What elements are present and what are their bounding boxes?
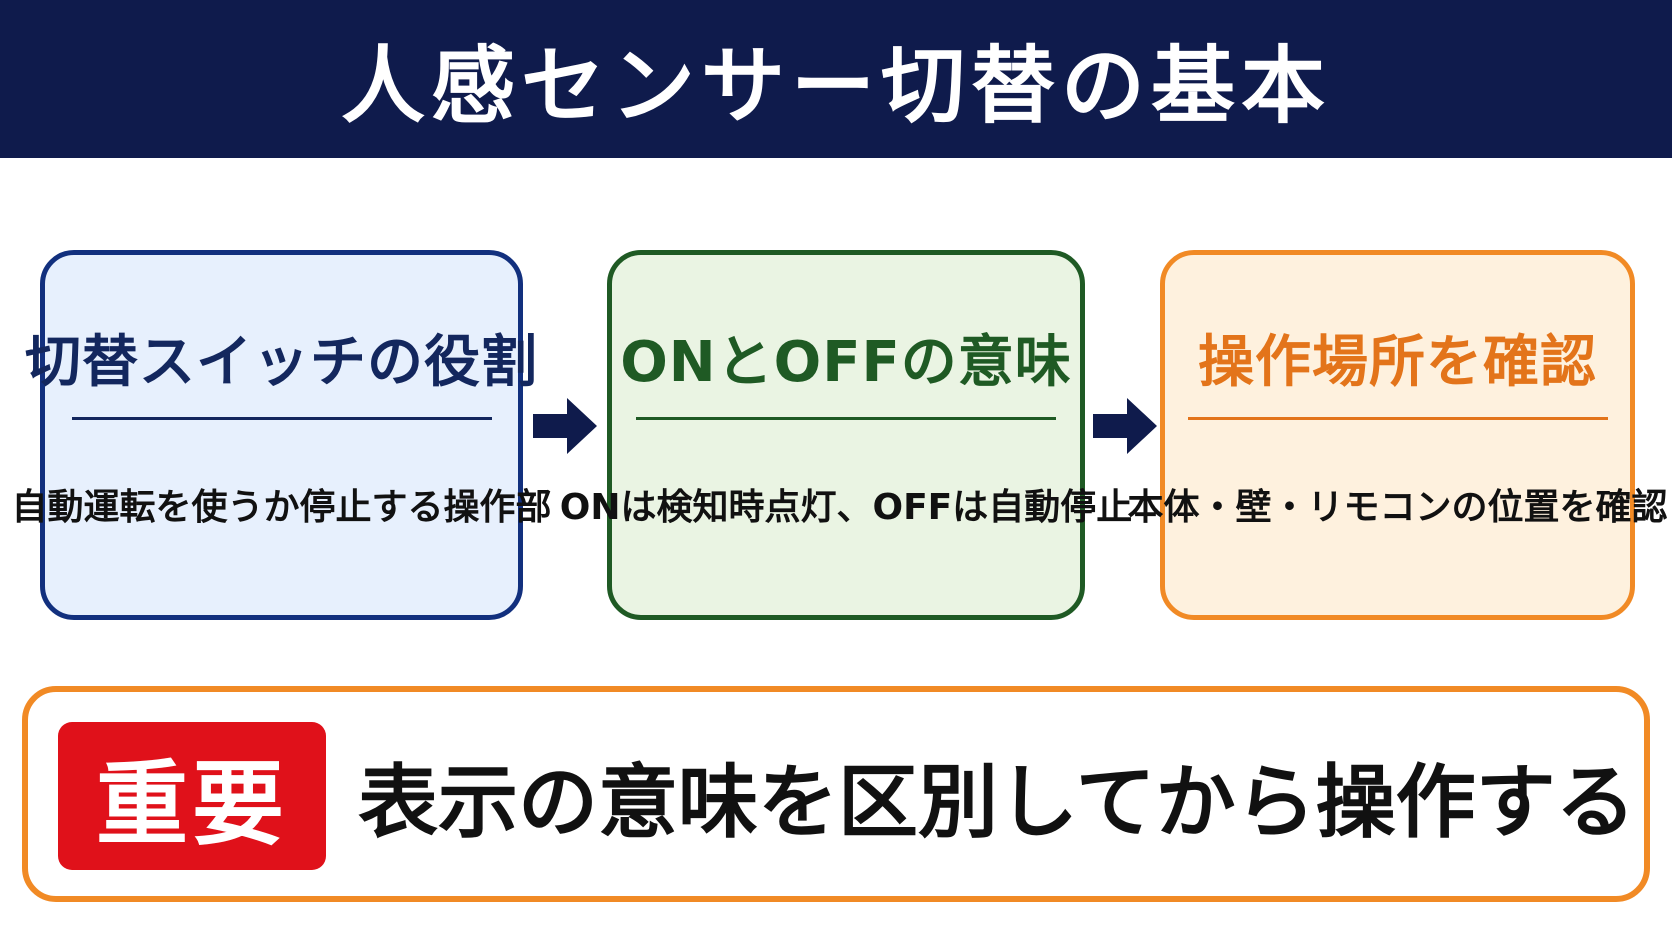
step-card-check-location: 操作場所を確認 本体・壁・リモコンの位置を確認 bbox=[1128, 250, 1668, 620]
step-title: 切替スイッチの役割 bbox=[25, 329, 538, 395]
divider bbox=[636, 417, 1056, 420]
badge-label: 重要 bbox=[95, 750, 288, 858]
step-description: 自動運転を使うか停止する操作部 bbox=[11, 487, 552, 528]
divider bbox=[71, 417, 492, 420]
arrow-right-icon bbox=[1093, 398, 1157, 454]
divider bbox=[1187, 417, 1608, 420]
step-description: 本体・壁・リモコンの位置を確認 bbox=[1127, 487, 1668, 528]
step-title: 操作場所を確認 bbox=[1198, 329, 1597, 395]
important-message: 表示の意味を区別してから操作する bbox=[358, 756, 1636, 849]
step-card-on-off-meaning: ONとOFFの意味 ONは検知時点灯、OFFは自動停止 bbox=[560, 250, 1132, 620]
page-title: 人感センサー切替の基本 bbox=[340, 36, 1331, 135]
step-title: ONとOFFの意味 bbox=[620, 329, 1072, 395]
step-description: ONは検知時点灯、OFFは自動停止 bbox=[559, 487, 1133, 528]
header-bar: 人感センサー切替の基本 bbox=[0, 0, 1672, 158]
arrow-right-icon bbox=[533, 398, 597, 454]
important-badge: 重要 bbox=[58, 722, 326, 870]
important-banner: 重要 表示の意味を区別してから操作する bbox=[22, 686, 1650, 902]
step-card-switch-role: 切替スイッチの役割 自動運転を使うか停止する操作部 bbox=[12, 250, 552, 620]
